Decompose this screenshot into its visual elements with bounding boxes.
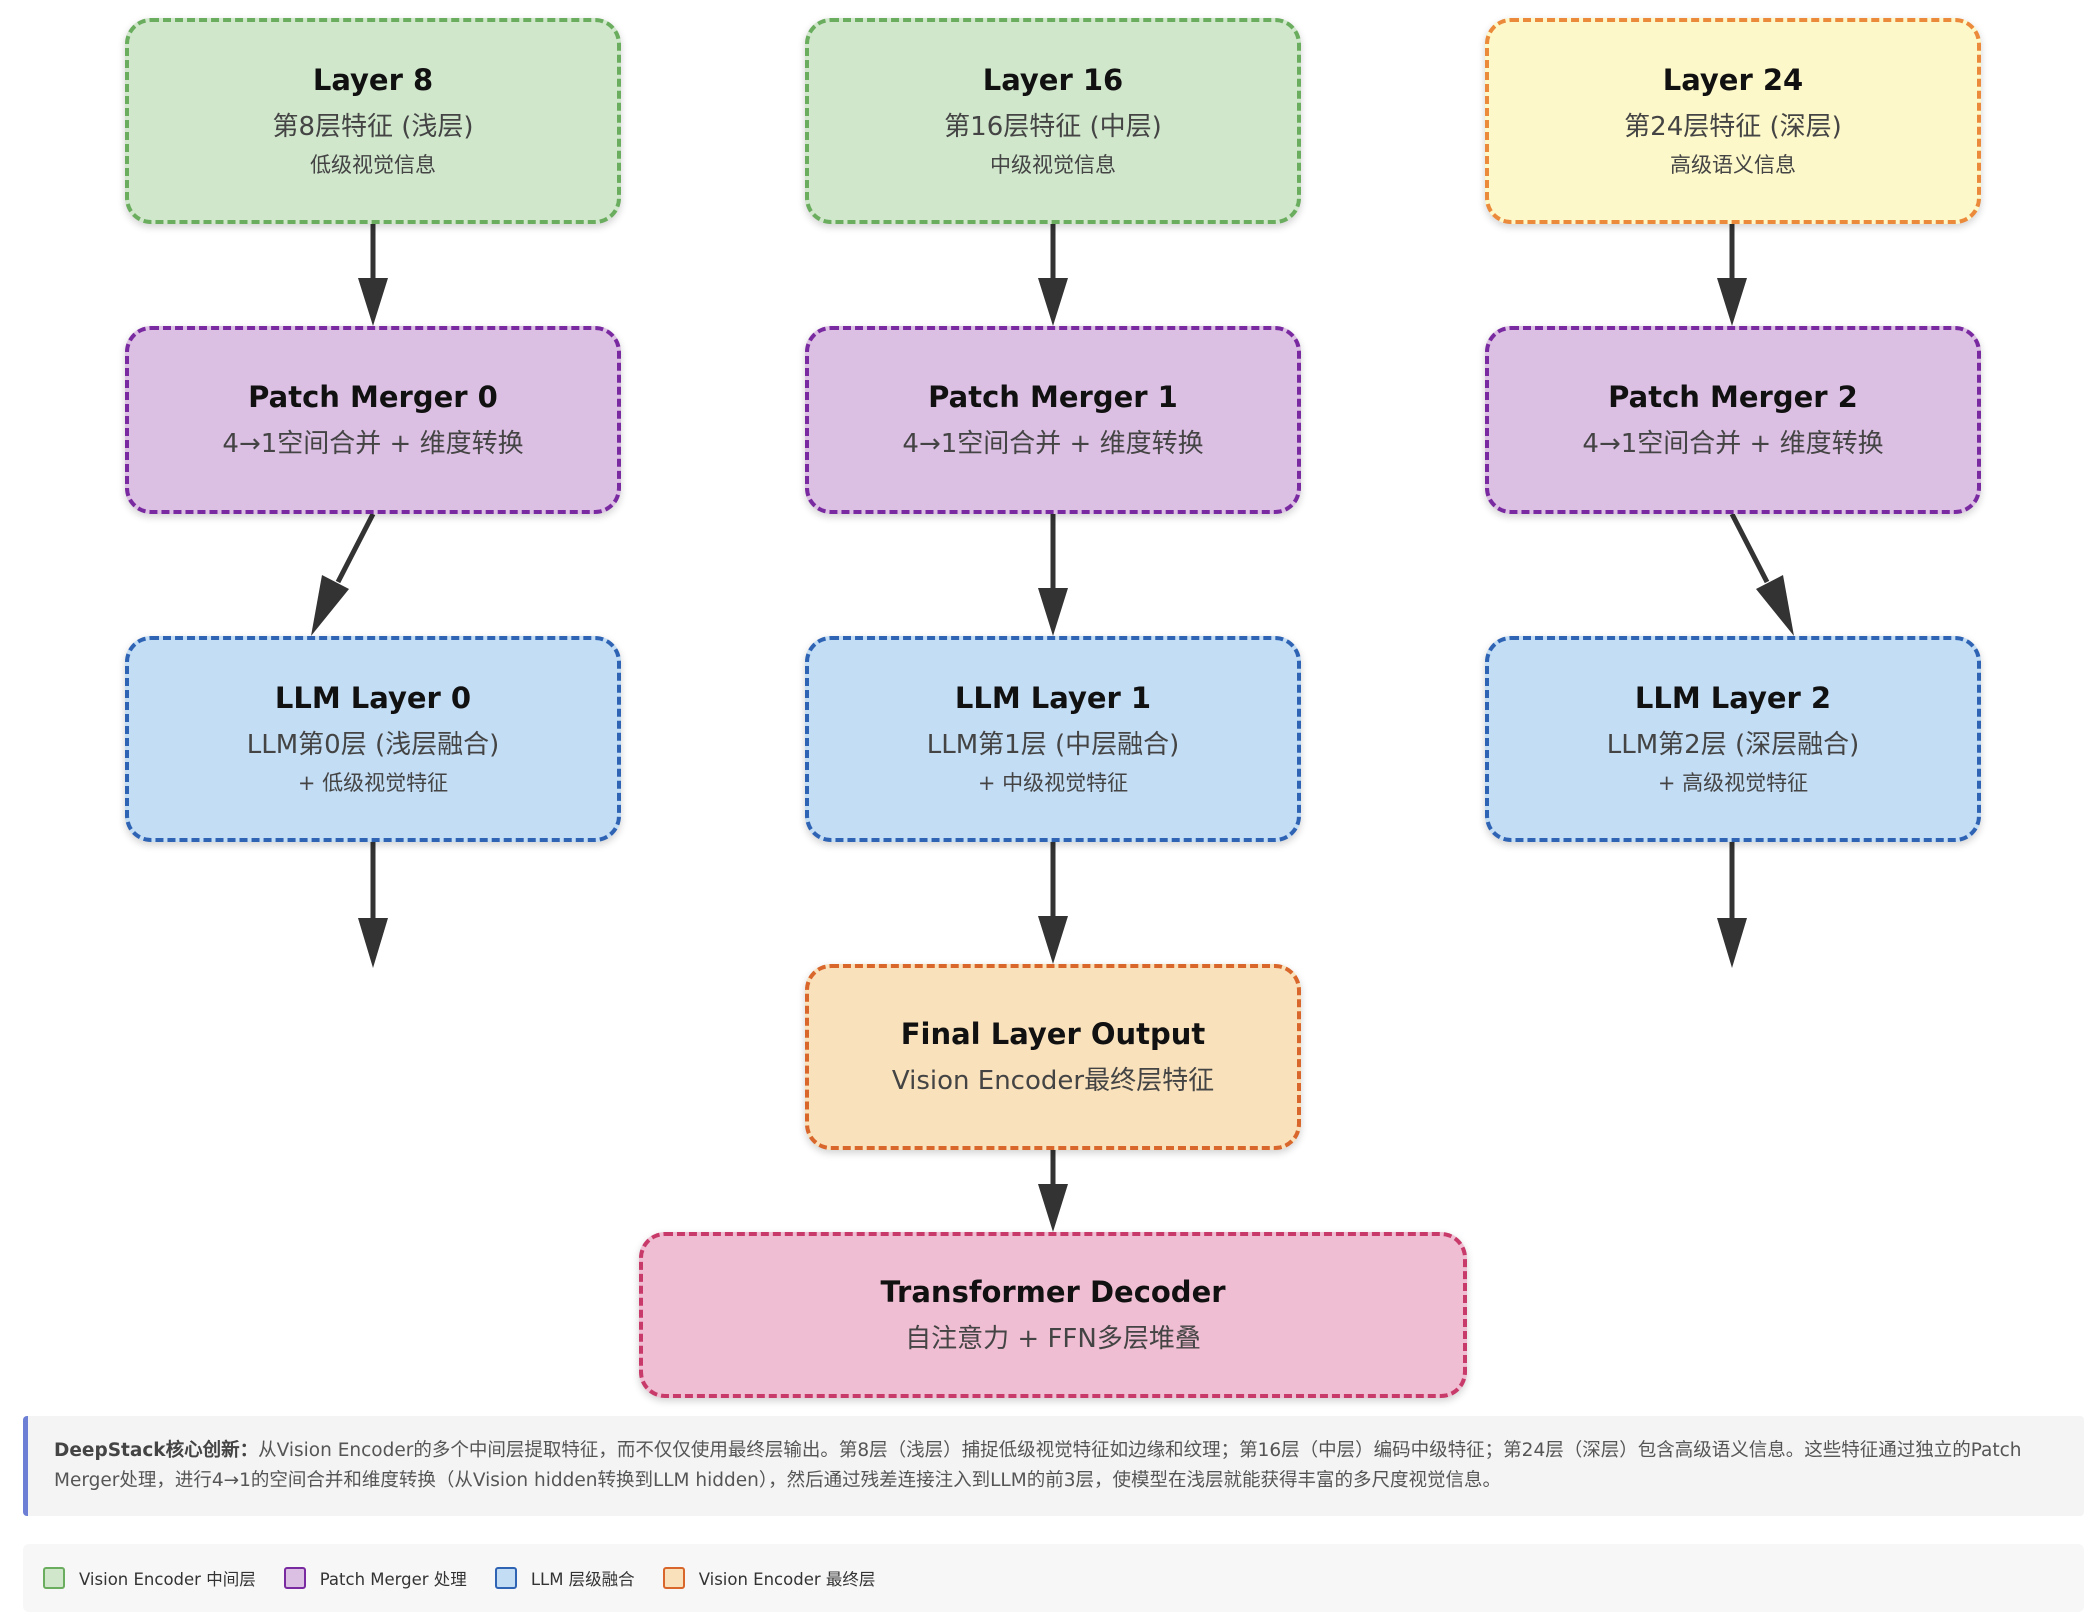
arrowhead <box>1038 278 1068 326</box>
node-title: Layer 16 <box>982 63 1124 98</box>
arrowhead <box>358 918 388 968</box>
arrowhead <box>1717 278 1747 326</box>
legend: Vision Encoder 中间层 Patch Merger 处理 LLM 层… <box>23 1544 2084 1612</box>
transformer-decoder-node: Transformer Decoder 自注意力 + FFN多层堆叠 <box>639 1232 1467 1398</box>
node-subtitle: LLM第2层 (深层融合) <box>1606 730 1860 761</box>
node-subtitle: 自注意力 + FFN多层堆叠 <box>905 1323 1201 1354</box>
node-title: Transformer Decoder <box>880 1275 1226 1309</box>
legend-item-llm-fusion: LLM 层级融合 <box>494 1566 635 1590</box>
legend-swatch-green <box>43 1567 65 1589</box>
patch-merger-2-node: Patch Merger 2 4→1空间合并 + 维度转换 <box>1485 326 1981 514</box>
legend-item-vision-intermediate: Vision Encoder 中间层 <box>43 1566 256 1590</box>
node-subtitle: 4→1空间合并 + 维度转换 <box>222 428 524 459</box>
node-title: Layer 24 <box>1662 63 1804 98</box>
note-text: 从Vision Encoder的多个中间层提取特征，而不仅仅使用最终层输出。第8… <box>54 1440 2022 1491</box>
legend-swatch-blue <box>494 1567 517 1589</box>
layer-8-node: Layer 8 第8层特征 (浅层) 低级视觉信息 <box>125 18 621 224</box>
llm-layer-0-node: LLM Layer 0 LLM第0层 (浅层融合) + 低级视觉特征 <box>125 636 621 842</box>
llm-layer-1-node: LLM Layer 1 LLM第1层 (中层融合) + 中级视觉特征 <box>805 636 1301 842</box>
deepstack-note: DeepStack核心创新：从Vision Encoder的多个中间层提取特征，… <box>23 1416 2084 1516</box>
node-detail: 中级视觉信息 <box>990 153 1116 178</box>
legend-item-patch-merger: Patch Merger 处理 <box>283 1566 467 1590</box>
final-layer-output-node: Final Layer Output Vision Encoder最终层特征 <box>805 964 1301 1150</box>
legend-label: Vision Encoder 最终层 <box>698 1570 876 1589</box>
node-title: Patch Merger 0 <box>248 380 498 414</box>
arrowhead <box>1038 588 1068 636</box>
arrow-merger0-to-llm0 <box>335 512 376 584</box>
arrowhead <box>1756 575 1794 636</box>
layer-24-node: Layer 24 第24层特征 (深层) 高级语义信息 <box>1485 18 1981 224</box>
node-detail: + 高级视觉特征 <box>1657 771 1809 796</box>
node-title: Patch Merger 2 <box>1608 380 1858 414</box>
arrow-merger2-to-llm2 <box>1729 512 1770 584</box>
arrowhead <box>358 278 388 326</box>
arrowhead <box>1717 918 1747 968</box>
legend-label: Vision Encoder 中间层 <box>79 1570 256 1589</box>
node-detail: 高级语义信息 <box>1670 153 1796 178</box>
arrowhead <box>311 575 349 636</box>
node-title: Patch Merger 1 <box>928 380 1178 414</box>
patch-merger-1-node: Patch Merger 1 4→1空间合并 + 维度转换 <box>805 326 1301 514</box>
node-detail: 低级视觉信息 <box>310 153 436 178</box>
node-title: Layer 8 <box>312 63 434 98</box>
node-title: Final Layer Output <box>900 1017 1206 1051</box>
legend-label: Patch Merger 处理 <box>319 1570 467 1589</box>
legend-item-vision-final: Vision Encoder 最终层 <box>662 1566 876 1590</box>
node-subtitle: 4→1空间合并 + 维度转换 <box>1582 428 1884 459</box>
node-title: LLM Layer 2 <box>1634 681 1832 716</box>
node-subtitle: 第16层特征 (中层) <box>944 112 1162 143</box>
legend-swatch-purple <box>283 1567 306 1589</box>
llm-layer-2-node: LLM Layer 2 LLM第2层 (深层融合) + 高级视觉特征 <box>1485 636 1981 842</box>
patch-merger-0-node: Patch Merger 0 4→1空间合并 + 维度转换 <box>125 326 621 514</box>
node-subtitle: Vision Encoder最终层特征 <box>891 1065 1215 1096</box>
arrowhead <box>1038 1184 1068 1232</box>
note-label: DeepStack核心创新： <box>54 1440 259 1461</box>
node-title: LLM Layer 1 <box>954 681 1152 716</box>
node-subtitle: 第8层特征 (浅层) <box>272 112 474 143</box>
layer-16-node: Layer 16 第16层特征 (中层) 中级视觉信息 <box>805 18 1301 224</box>
node-detail: + 中级视觉特征 <box>977 771 1129 796</box>
node-subtitle: LLM第0层 (浅层融合) <box>246 730 500 761</box>
arrowhead <box>1038 916 1068 964</box>
legend-swatch-orange <box>662 1567 685 1589</box>
legend-label: LLM 层级融合 <box>530 1570 635 1589</box>
node-detail: + 低级视觉特征 <box>297 771 449 796</box>
node-subtitle: LLM第1层 (中层融合) <box>926 730 1180 761</box>
node-title: LLM Layer 0 <box>274 681 472 716</box>
node-subtitle: 4→1空间合并 + 维度转换 <box>902 428 1204 459</box>
node-subtitle: 第24层特征 (深层) <box>1624 112 1842 143</box>
